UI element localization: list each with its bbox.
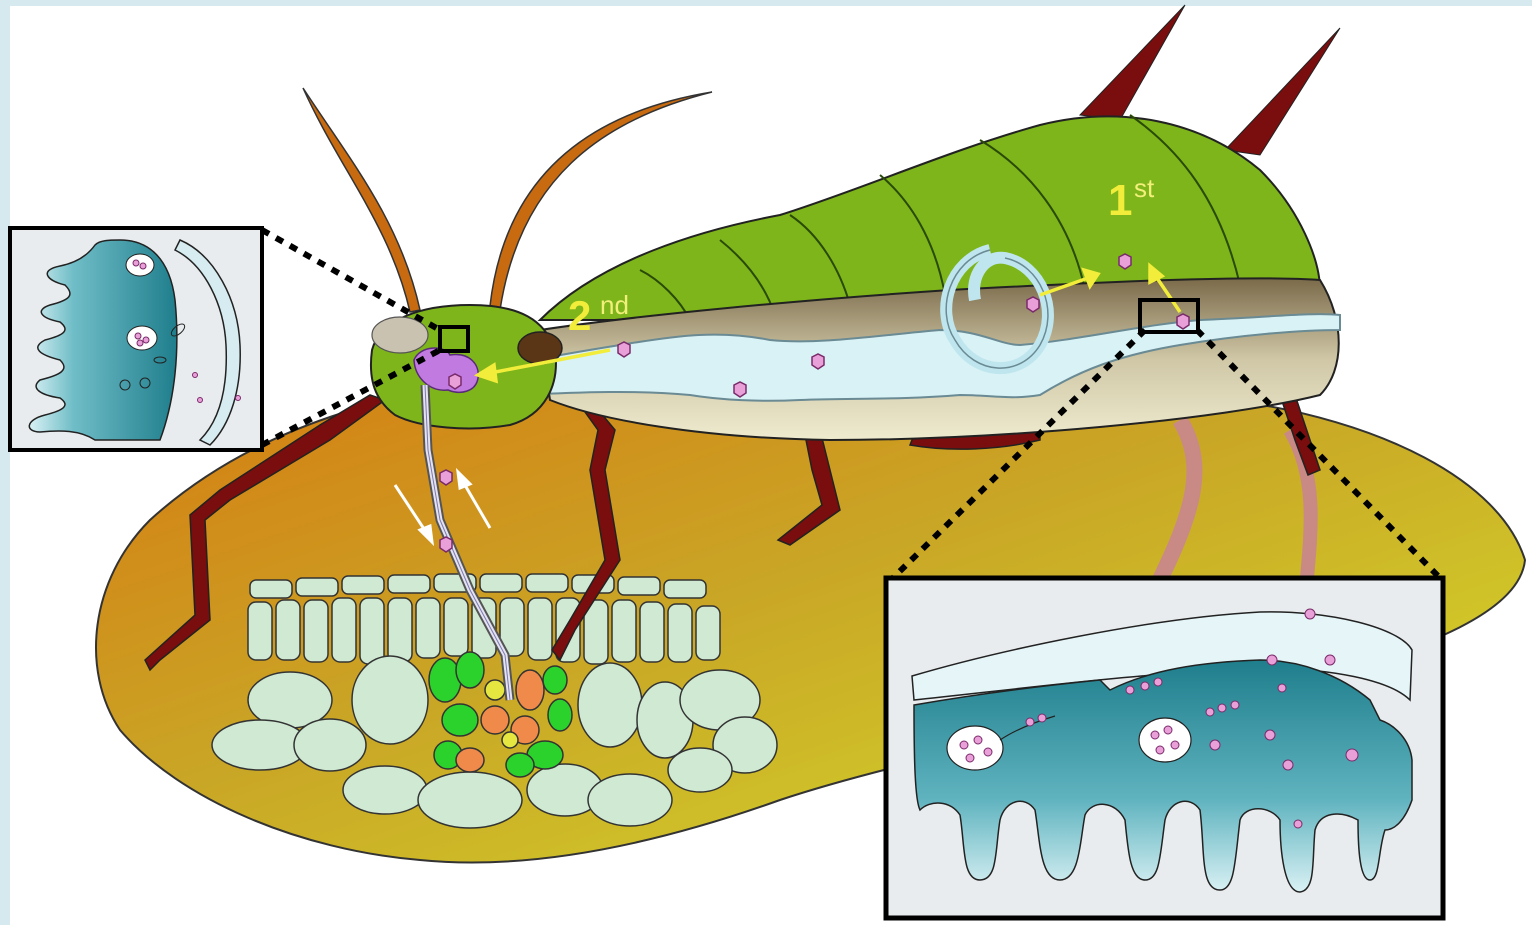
label-first-suffix: st <box>1134 173 1155 203</box>
head-bulge <box>372 317 428 353</box>
label-second-suffix: nd <box>600 290 629 320</box>
antenna-left <box>303 88 420 312</box>
cornicle-2 <box>1225 28 1340 155</box>
cornicle-1 <box>1080 5 1185 120</box>
salivary-gland-inset <box>10 228 262 450</box>
midgut-inset <box>886 578 1443 918</box>
label-second-digit: 2 <box>568 292 591 339</box>
label-first-digit: 1 <box>1108 176 1132 225</box>
